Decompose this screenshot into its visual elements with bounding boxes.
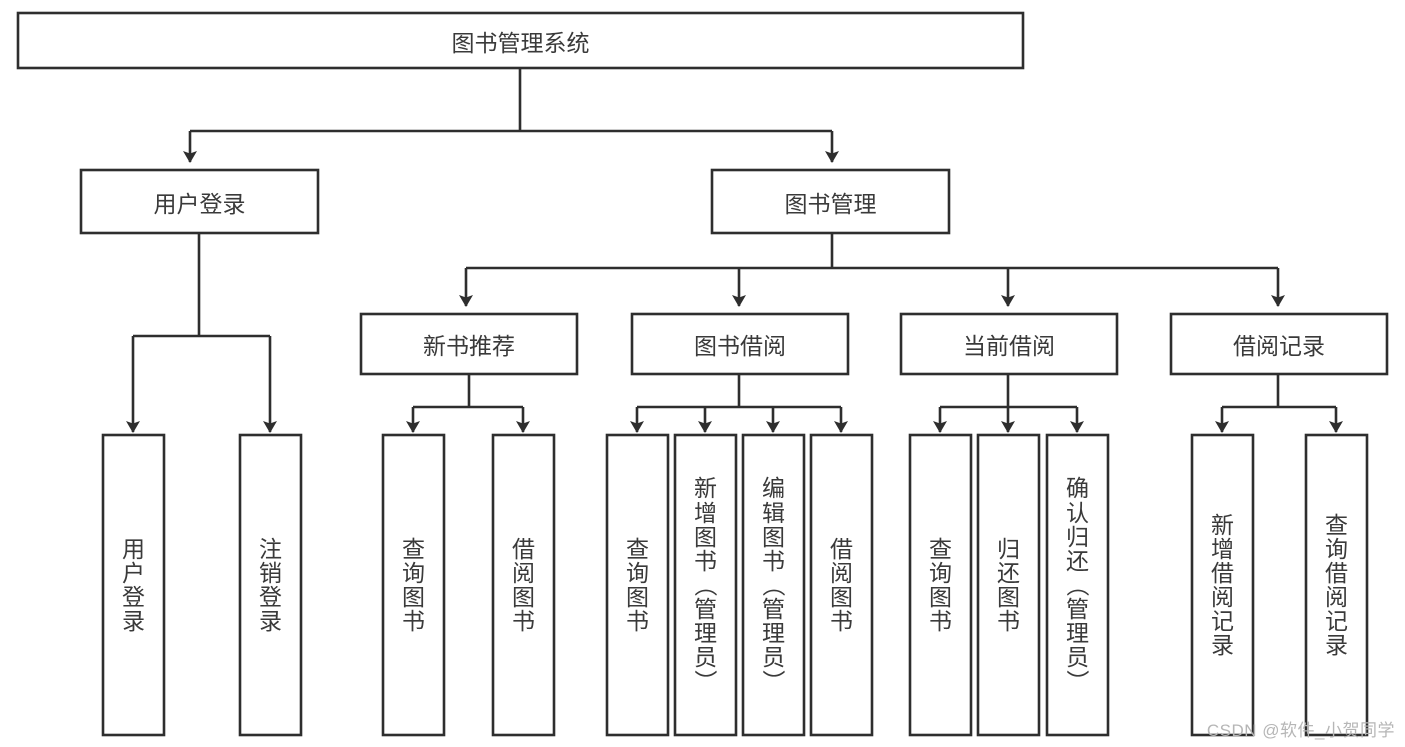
node-user-login[interactable] [79, 168, 320, 235]
edges-userlogin-to-leaves [126, 234, 277, 433]
node-leaf-confirm-return[interactable] [1045, 433, 1110, 737]
node-leaf-query-record[interactable] [1304, 433, 1369, 737]
node-book-manage[interactable] [710, 168, 951, 235]
node-leaf-edit-book[interactable] [741, 433, 806, 737]
node-borrow-record[interactable] [1169, 312, 1389, 376]
csdn-watermark: CSDN @软件_小贺同学 [1206, 721, 1395, 740]
node-leaf-query-book-1[interactable] [381, 433, 446, 737]
node-leaf-query-book-2[interactable] [605, 433, 670, 737]
edges-currentborrow-to-leaves [933, 375, 1084, 433]
node-leaf-borrow-book-1[interactable] [491, 433, 556, 737]
node-leaf-add-book[interactable] [673, 433, 738, 737]
edges-root-to-level2 [183, 69, 839, 163]
edges-bookmanage-to-level3 [459, 234, 1285, 307]
node-current-borrow[interactable] [899, 312, 1119, 376]
node-leaf-user-login[interactable] [101, 433, 166, 737]
node-leaf-borrow-book-2[interactable] [809, 433, 874, 737]
edges-borrowrecord-to-leaves [1215, 375, 1343, 433]
node-root[interactable] [16, 11, 1025, 70]
node-book-borrow[interactable] [630, 312, 850, 376]
node-leaf-query-book-3[interactable] [908, 433, 973, 737]
node-leaf-return-book[interactable] [976, 433, 1041, 737]
edges-newbook-to-leaves [406, 375, 530, 433]
node-leaf-logout[interactable] [238, 433, 303, 737]
node-leaf-add-record[interactable] [1190, 433, 1255, 737]
node-new-book-recommend[interactable] [359, 312, 579, 376]
edges-bookborrow-to-leaves [630, 375, 848, 433]
